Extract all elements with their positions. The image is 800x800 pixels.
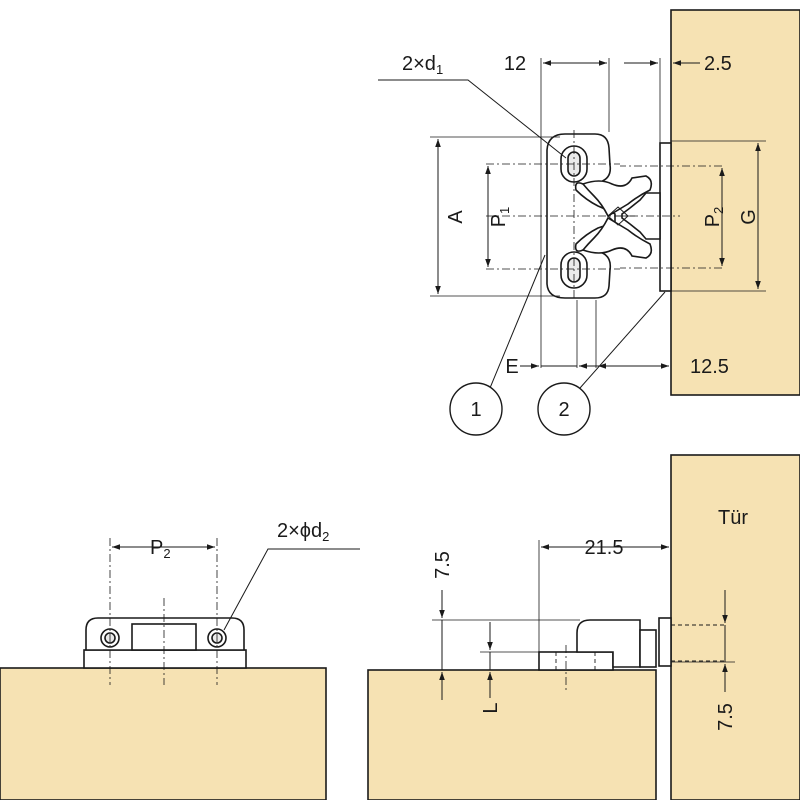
front-view: P2 2×ϕd2 (0, 520, 360, 800)
label-p2-front: P2 (150, 537, 171, 561)
cabinet-panel-left (0, 667, 327, 800)
callout-2-label: 2 (558, 399, 569, 421)
leader-d1 (378, 79, 567, 159)
top-view: A P1 P2 G 12 2.5 2×d1 E 12.5 1 (378, 9, 800, 436)
label-a: A (445, 210, 467, 224)
label-2xd1: 2×d1 (402, 53, 443, 77)
label-12-5: 12.5 (690, 356, 729, 378)
label-7-5-right: 7.5 (715, 703, 737, 731)
door-panel-top (670, 9, 800, 396)
label-door: Tür (718, 507, 748, 529)
callout-1 (449, 382, 503, 436)
catch-base-side (538, 651, 614, 671)
leader-callout-2 (579, 291, 666, 389)
label-2-5: 2.5 (704, 53, 732, 75)
label-7-5-left: 7.5 (432, 551, 454, 579)
leader-d2 (223, 548, 360, 631)
catch-body-side (576, 619, 641, 668)
door-panel-side (670, 454, 800, 800)
leader-callout-1 (489, 254, 546, 389)
striker-side (658, 617, 672, 667)
label-21-5: 21.5 (585, 537, 624, 559)
label-g: G (738, 209, 760, 225)
label-12: 12 (504, 53, 526, 75)
striker-base-front (83, 649, 247, 669)
cabinet-panel-right (367, 669, 657, 800)
callout-1-label: 1 (470, 399, 481, 421)
label-l: L (480, 702, 502, 713)
side-view: 21.5 7.5 L 7.5 Tür (367, 454, 800, 800)
catch-spring-side (639, 629, 657, 668)
label-2xd2: 2×ϕd2 (277, 520, 329, 544)
spring-arm-lower (581, 216, 653, 259)
callout-2 (537, 382, 591, 436)
label-p1: P1 (488, 207, 512, 228)
striker-plate (659, 142, 672, 292)
label-p2: P2 (702, 207, 726, 228)
label-e: E (505, 356, 518, 378)
spring-arm-upper (581, 175, 653, 218)
